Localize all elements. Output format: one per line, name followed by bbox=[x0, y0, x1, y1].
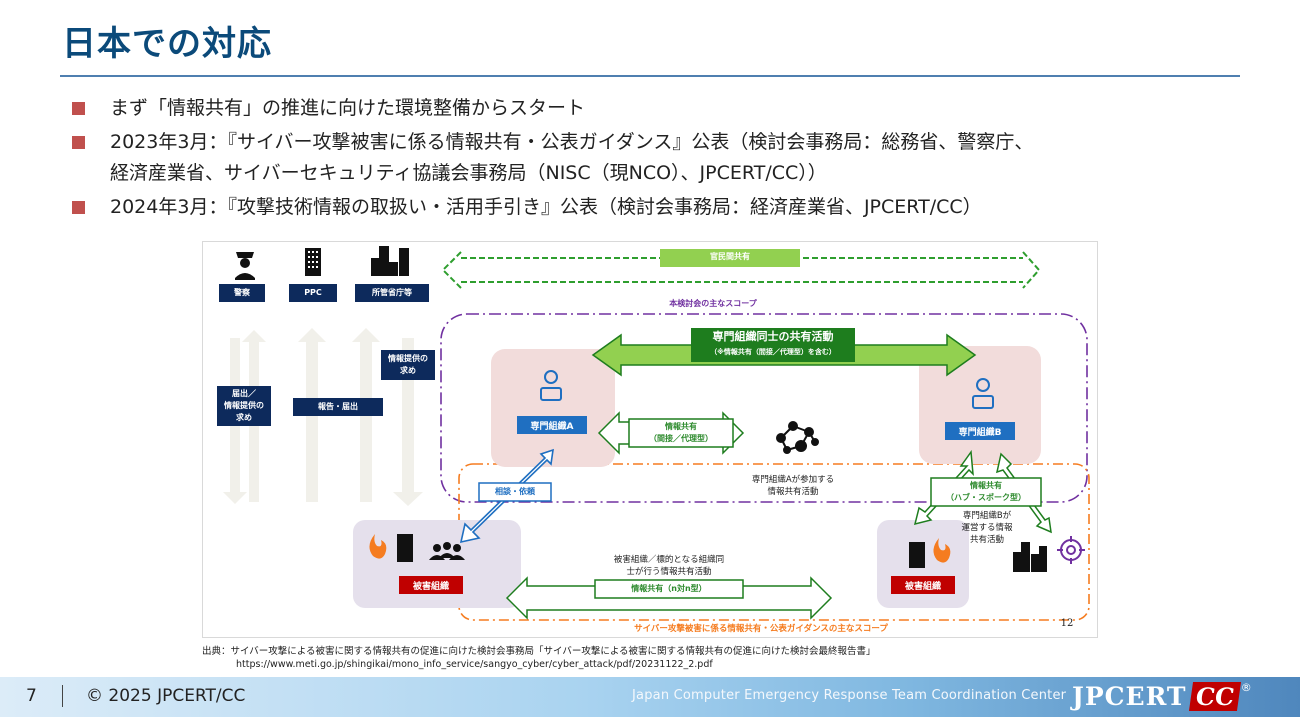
network-people-icon bbox=[776, 421, 819, 454]
logo-cc-text: CC bbox=[1188, 681, 1241, 711]
fire-icon bbox=[369, 534, 387, 559]
flow-arrow-down-head bbox=[223, 492, 247, 504]
bullet-item: 2024年3月：『攻撃技術情報の取扱い・活用手引き』公表（検討会事務局：経済産業… bbox=[72, 192, 1252, 223]
logo-jpcert-text: JPCERT bbox=[1072, 681, 1187, 711]
slide-title: 日本での対応 bbox=[62, 24, 272, 64]
target-crosshair-icon bbox=[1057, 536, 1085, 564]
expert-person-icon-b bbox=[972, 378, 994, 409]
registered-mark: ® bbox=[1240, 681, 1252, 694]
flow-arrow-up-head bbox=[352, 328, 380, 342]
study-scope-boundary bbox=[440, 313, 1088, 503]
expert-person-icon-a bbox=[540, 370, 562, 401]
people-group-icon bbox=[429, 542, 465, 560]
flow-arrow-down-head bbox=[393, 492, 423, 506]
report-notify-label: 報告・届出 bbox=[293, 398, 383, 416]
guidance-scope-label: サイバー攻撃被害に係る情報共有・公表ガイダンスの主なスコープ bbox=[634, 624, 888, 634]
citation-text: 出典：サイバー攻撃による被害に関する情報共有の促進に向けた検討会事務局「サイバー… bbox=[202, 646, 876, 657]
bullet-item: まず「情報共有」の推進に向けた環境整備からスタート bbox=[72, 93, 1252, 124]
victim-org-label-left: 被害組織 bbox=[399, 576, 463, 594]
n-to-n-sharing-label-bg bbox=[594, 579, 744, 599]
bullet-list: まず「情報共有」の推進に向けた環境整備からスタート 2023年3月：『サイバー攻… bbox=[72, 93, 1252, 223]
ppc-label: PPC bbox=[289, 284, 337, 302]
slide-footer: 7 © 2025 JPCERT/CC Japan Computer Emerge… bbox=[0, 677, 1300, 717]
bullet-text: 2023年3月：『サイバー攻撃被害に係る情報共有・公表ガイダンス』公表（検討会事… bbox=[110, 131, 1034, 153]
bullet-square-icon bbox=[72, 136, 85, 149]
victim-peer-activity-label: 被害組織／標的となる組織同 士が行う情報共有活動 bbox=[613, 555, 725, 577]
info-sharing-diagram: 警察 PPC 所管省庁等 届出／ 情報提供の 求め 報告・届出 情報提供の 求め… bbox=[202, 241, 1098, 638]
bullet-text: まず「情報共有」の推進に向けた環境整備からスタート bbox=[110, 97, 586, 119]
org-a-label: 専門組織A bbox=[517, 416, 587, 434]
ministries-label: 所管省庁等 bbox=[355, 284, 429, 302]
city-buildings-icon bbox=[371, 246, 409, 276]
study-scope-label: 本検討会の主なスコープ bbox=[669, 299, 757, 308]
source-citation: 出典：サイバー攻撃による被害に関する情報共有の促進に向けた検討会事務局「サイバー… bbox=[202, 645, 876, 671]
indirect-sharing-label-bg bbox=[628, 418, 734, 448]
flow-arrow-up-head bbox=[298, 328, 326, 342]
footer-divider bbox=[62, 685, 63, 707]
consult-request-label-bg bbox=[478, 482, 552, 502]
org-b-label: 専門組織B bbox=[945, 422, 1015, 440]
org-a-panel bbox=[491, 349, 615, 467]
jpcert-logo: JPCERT CC ® bbox=[1072, 681, 1252, 711]
bullet-text: 2024年3月：『攻撃技術情報の取扱い・活用手引き』公表（検討会事務局：経済産業… bbox=[110, 196, 982, 218]
expert-sharing-label-bg bbox=[691, 328, 855, 362]
target-org-buildings-icon bbox=[1013, 542, 1047, 572]
office-building-windows bbox=[308, 251, 318, 268]
bullet-item: 2023年3月：『サイバー攻撃被害に係る情報共有・公表ガイダンス』公表（検討会事… bbox=[72, 127, 1252, 189]
indirect-sharing-label: 情報共有 （間接／代理型） bbox=[649, 422, 713, 443]
hub-spoke-sharing-label: 情報共有 （ハブ・スポーク型） bbox=[946, 481, 1026, 502]
victim-building-icon bbox=[397, 534, 413, 562]
victim-org-label-right: 被害組織 bbox=[891, 576, 955, 594]
consult-request-label: 相談・依頼 bbox=[495, 487, 535, 496]
flow-arrow-up bbox=[360, 342, 372, 502]
fire-icon bbox=[933, 538, 951, 563]
flow-arrow-up-head bbox=[242, 330, 266, 342]
diagram-shapes bbox=[223, 246, 1090, 621]
notify-request-label: 届出／ 情報提供の 求め bbox=[217, 386, 271, 426]
expert-sharing-title: 専門組織同士の共有活動 bbox=[712, 330, 834, 343]
hub-spoke-label-bg bbox=[930, 477, 1042, 507]
expert-sharing-note: （※情報共有（間接／代理型）を含む） bbox=[710, 348, 836, 356]
public-private-sharing-label-bg bbox=[660, 249, 800, 267]
org-b-activity-label: 専門組織Bが 運営する情報 共有活動 bbox=[961, 511, 1013, 545]
police-label: 警察 bbox=[219, 284, 265, 302]
org-a-activity-label: 専門組織Aが参加する 情報共有活動 bbox=[751, 475, 835, 497]
police-officer-icon bbox=[235, 252, 255, 280]
public-private-sharing-label: 官民間共有 bbox=[710, 252, 750, 261]
bullet-square-icon bbox=[72, 102, 85, 115]
source-url[interactable]: https://www.meti.go.jp/shingikai/mono_in… bbox=[236, 659, 713, 670]
page-number: 7 bbox=[26, 686, 37, 706]
title-divider bbox=[60, 75, 1240, 77]
flow-arrow-up bbox=[306, 342, 318, 502]
victim-building-icon bbox=[909, 542, 925, 568]
organization-name: Japan Computer Emergency Response Team C… bbox=[632, 688, 1067, 703]
bullet-square-icon bbox=[72, 201, 85, 214]
victim-org-panel-left bbox=[353, 520, 521, 608]
copyright: © 2025 JPCERT/CC bbox=[86, 686, 246, 706]
n-to-n-sharing-label: 情報共有（n対n型） bbox=[631, 584, 707, 593]
info-request-label: 情報提供の 求め bbox=[381, 350, 435, 380]
bullet-text-continued: 経済産業省、サイバーセキュリティ協議会事務局（NISC（現NCO）、JPCERT… bbox=[110, 162, 827, 184]
inner-page-number: 12 bbox=[1060, 618, 1074, 629]
